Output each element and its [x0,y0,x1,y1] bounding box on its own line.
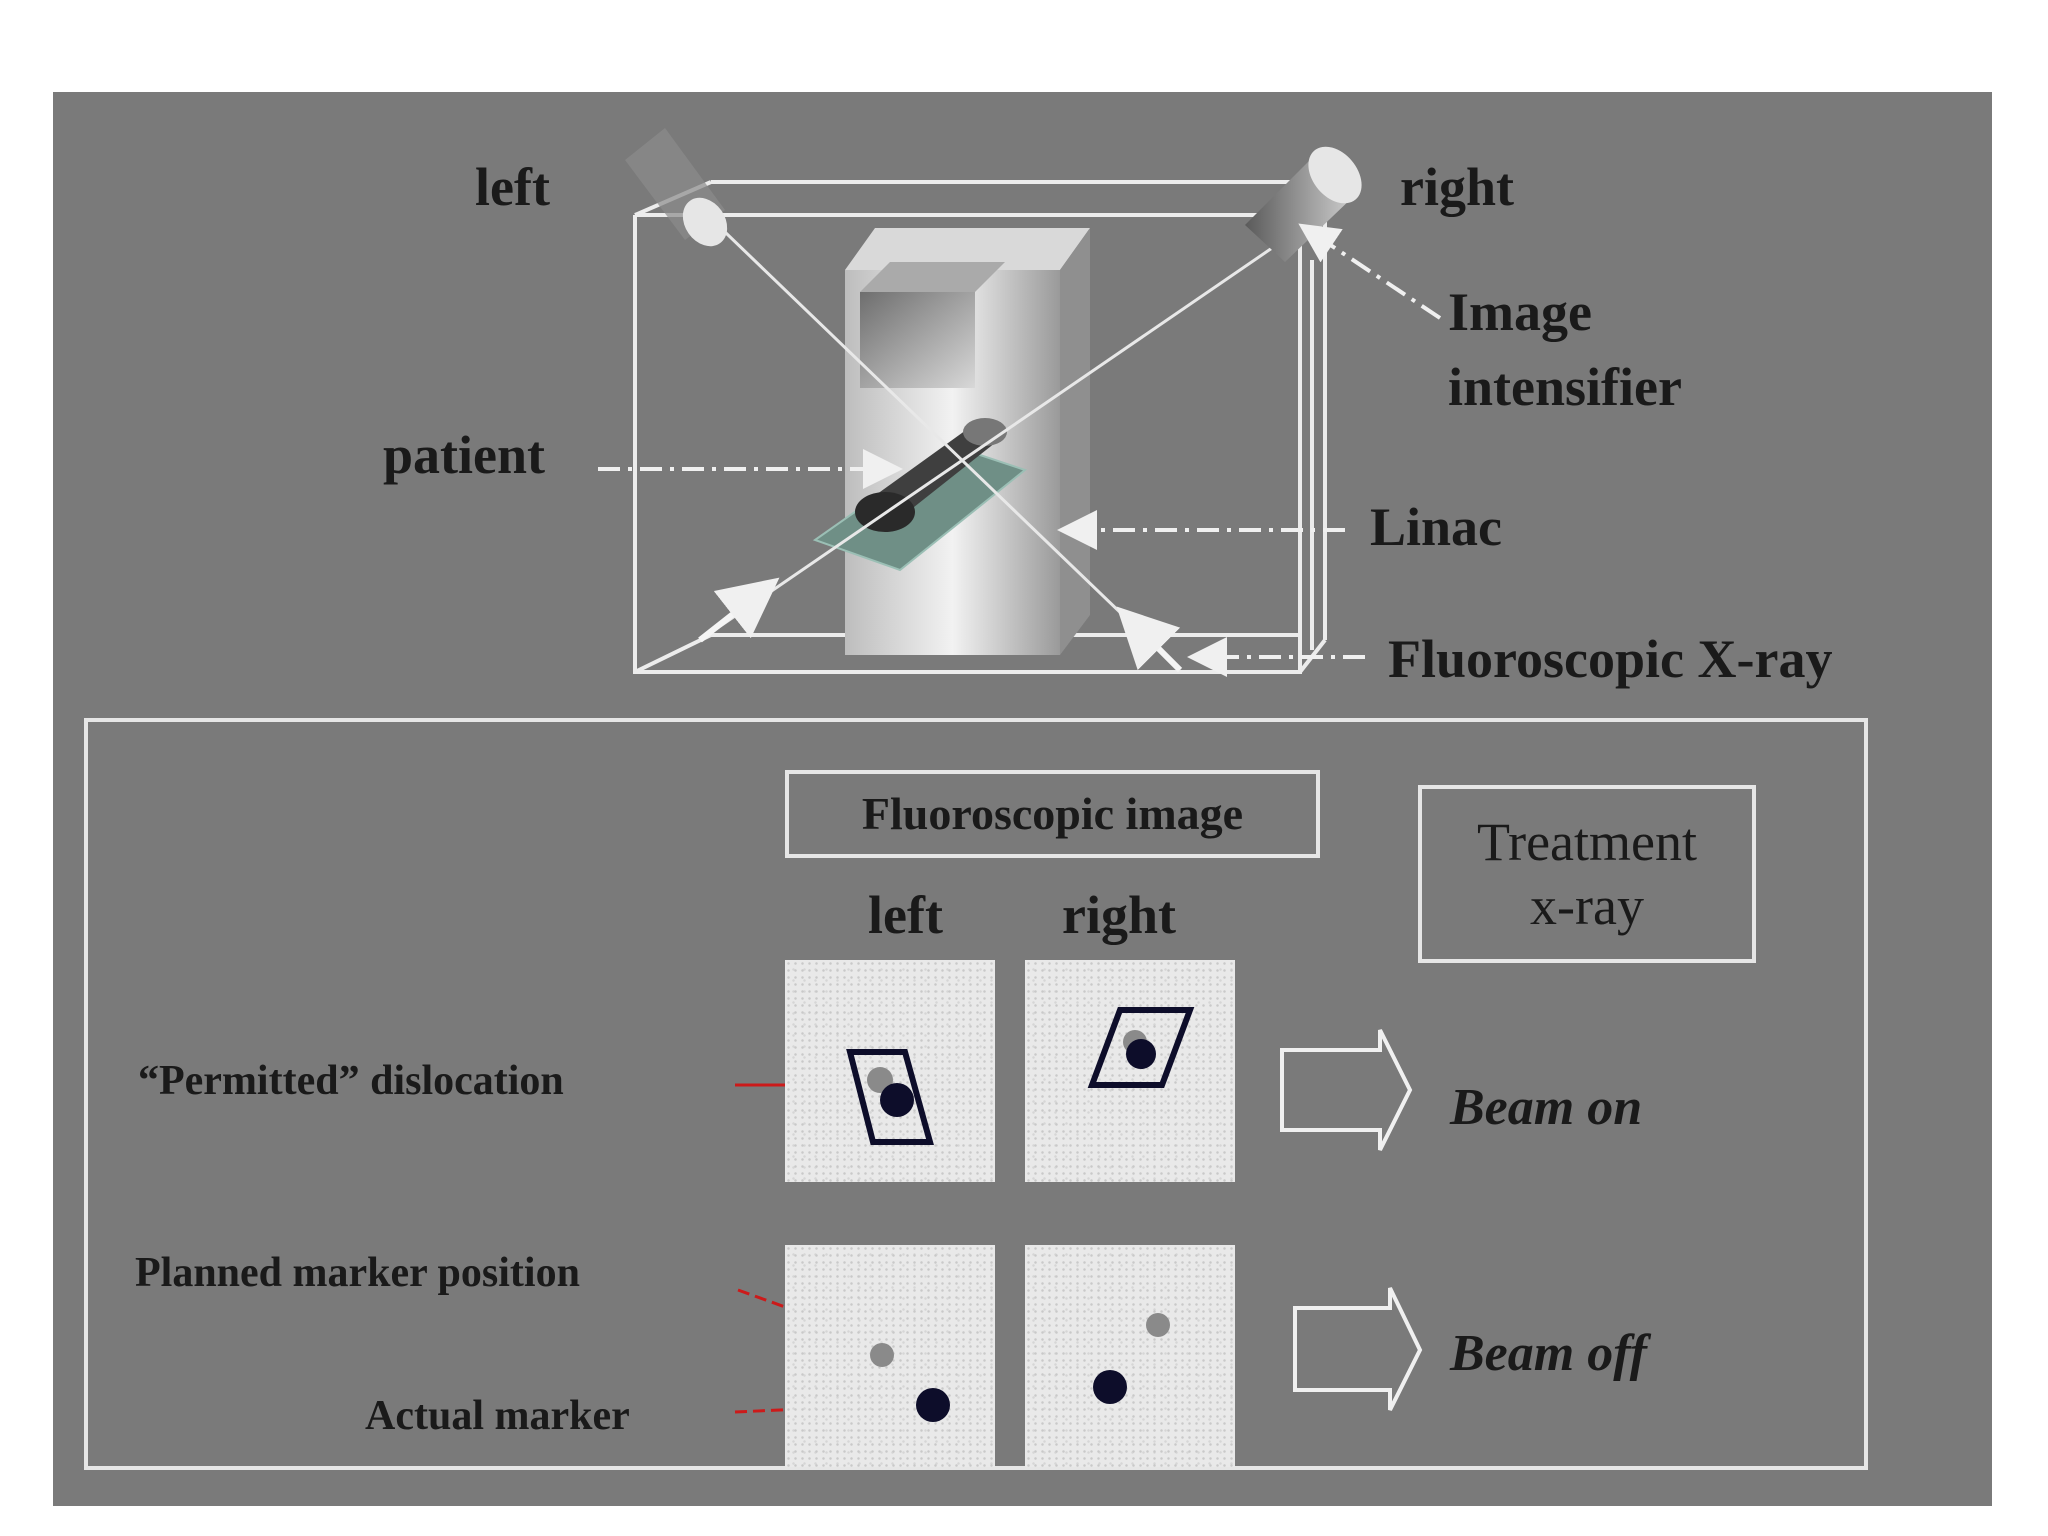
left-image-intensifier [625,128,728,247]
fluoro-image-top-left [785,960,995,1182]
xray-arrow-right [1116,606,1183,673]
intensifier-pointer [1298,223,1442,320]
patient-label: patient [383,425,545,485]
permitted-dislocation-label: “Permitted” dislocation [138,1058,564,1104]
left-label: left [475,157,550,217]
actual-marker [1126,1039,1156,1069]
fluoro-image-top-right [1025,960,1235,1182]
tolerance-zone [846,1049,934,1145]
planned-marker-position-label: Planned marker position [135,1250,580,1296]
actual-marker [916,1388,950,1422]
fluoro-image-bottom-left [785,1245,995,1467]
beam-on-label: Beam on [1450,1079,1643,1136]
treatment-line1: Treatment [1477,812,1697,872]
column-left-label: left [868,885,943,945]
image-intensifier-label-2: intensifier [1448,357,1682,417]
linac-label: Linac [1370,497,1503,557]
treatment-line2: x-ray [1530,876,1644,936]
top-right-markers [1087,1007,1195,1088]
beam-off-arrow [1293,1287,1423,1411]
top-left-markers [846,1049,934,1145]
lower-section-frame [84,718,1868,1470]
column-right-label: right [1062,885,1176,945]
beam-on-arrow [1280,1029,1413,1151]
planned-marker [870,1343,894,1367]
fluoroscopic-xray-label: Fluoroscopic X-ray [1388,629,1833,689]
treatment-xray-box: Treatment x-ray [1418,785,1756,963]
xray-arrow-left [698,577,780,643]
tolerance-zone [1087,1007,1195,1088]
right-label: right [1400,157,1514,217]
planned-marker [1146,1313,1170,1337]
fluoro-image-bottom-right [1025,1245,1235,1467]
actual-marker-label: Actual marker [365,1393,630,1439]
fluoroscopic-image-title: Fluoroscopic image [861,788,1244,839]
beam-off-label: Beam off [1450,1325,1647,1382]
image-intensifier-label-1: Image [1448,282,1592,342]
actual-marker [1093,1370,1127,1404]
fluoroscopic-image-header: Fluoroscopic image [785,770,1320,858]
bottom-right-markers [1093,1313,1170,1404]
right-image-intensifier [1245,146,1362,262]
actual-marker [880,1083,914,1117]
planned-marker [867,1067,893,1093]
bottom-left-markers [870,1343,950,1422]
xray-beams [698,206,1311,672]
